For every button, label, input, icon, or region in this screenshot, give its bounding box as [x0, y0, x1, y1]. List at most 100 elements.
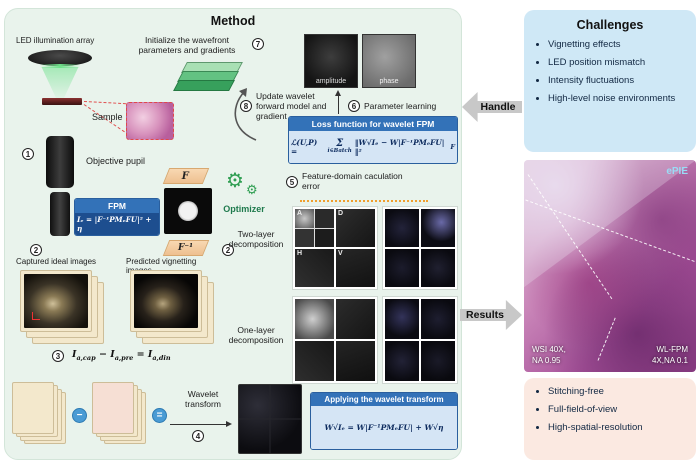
tube-lens-icon — [50, 192, 70, 236]
challenge-item: Vignetting effects — [548, 39, 686, 51]
wavelet-cell: A — [295, 209, 334, 247]
epie-tag: ePIE — [666, 166, 688, 177]
wlfpm-caption: WL-FPM 4X,NA 0.1 — [652, 345, 688, 366]
error-cell — [421, 209, 455, 247]
eq-sub: a,din — [152, 353, 171, 362]
step-3-badge: 3 — [52, 350, 64, 362]
wavelet-cell — [336, 341, 375, 381]
red-annotation-mark — [32, 312, 40, 320]
eq-op: − — [98, 349, 107, 360]
wavelet-transform-arrow — [170, 420, 232, 427]
predicted-image-stack — [130, 270, 216, 346]
wavelet-cell — [295, 341, 334, 381]
captured-images-label: Captured ideal images — [16, 257, 97, 266]
eq-sub: a,cap — [76, 353, 96, 362]
feature-error-label: Feature-domain caculation error — [302, 171, 403, 191]
error-cell — [385, 341, 419, 381]
loss-eq-lhs: ℒ(U,P) = — [291, 138, 318, 156]
handle-arrow: Handle — [462, 92, 522, 122]
error-path-dotted-line — [300, 200, 428, 202]
wavelet-cell: V — [336, 249, 375, 287]
two-layer-grid: A D H V — [292, 206, 378, 290]
error-cell — [385, 209, 419, 247]
wsi-caption: WSI 40X, NA 0.95 — [532, 345, 566, 366]
led-glow — [40, 64, 80, 68]
update-curved-arrow — [234, 88, 257, 141]
fpm-box-title: FPM — [75, 199, 159, 213]
gear-icon: ⚙ — [246, 182, 258, 197]
quadrant-d-label: D — [338, 210, 344, 217]
quadrant-h-label: H — [297, 250, 303, 257]
step-8-badge: 8 — [240, 100, 252, 112]
captured-image-stack — [20, 270, 106, 346]
quadrant-v-label: V — [338, 250, 343, 257]
wavelet-cell: D — [336, 209, 375, 247]
step-4-badge: 4 — [192, 430, 204, 442]
loss-function-box: Loss function for wavelet FPM ℒ(U,P) = Σ… — [288, 116, 458, 164]
step-2-badge-right: 2 — [222, 244, 234, 256]
wavelet-cell: H — [295, 249, 334, 287]
wavelet-coefficients-image — [238, 384, 302, 454]
fpm-model-box: FPM Iₑ = |F⁻¹PMₑFU|² + η — [74, 198, 160, 236]
parameter-learning-arrow — [334, 90, 341, 114]
sample-label: Sample — [92, 112, 123, 122]
pupil-aperture-icon — [178, 201, 198, 221]
wavelet-cell — [315, 228, 334, 247]
amplitude-image: amplitude — [304, 34, 358, 88]
results-arrow: Results — [460, 300, 522, 330]
fourier-label: F — [182, 170, 190, 182]
sum-symbol: Σ i∈Batch — [327, 138, 352, 155]
wavelet-cell — [336, 299, 375, 339]
loss-equation: ℒ(U,P) = Σ i∈Batch ‖W√Iₑ − W|F⁻¹PMₑFU|‖²… — [289, 131, 457, 163]
one-layer-label: One-layer decomposition — [228, 325, 284, 345]
wavelet-cell — [295, 228, 314, 247]
wavelet-cell — [295, 209, 314, 228]
predicted-image-thumb — [134, 274, 198, 328]
results-label: Results — [466, 309, 504, 321]
eq-term: I — [72, 349, 77, 360]
result-item: High-spatial-resolution — [548, 422, 686, 434]
init-wavefront-label: Initialize the wavefront parameters and … — [138, 35, 236, 55]
eq-sub: a,pre — [114, 353, 134, 362]
error-cell — [421, 249, 455, 287]
subtrahend-card-stack — [92, 382, 148, 446]
amplitude-label: amplitude — [315, 78, 347, 85]
captured-image-thumb — [24, 274, 88, 328]
step-7-badge: 7 — [252, 38, 264, 50]
quadrant-a-label: A — [297, 210, 303, 217]
led-array-label: LED illumination array — [16, 36, 95, 45]
pupil-mask-icon — [164, 188, 212, 234]
objective-pupil-label: Objective pupil — [86, 156, 146, 166]
wavelet-transform-label: Wavelet transform — [185, 389, 221, 409]
gear-icon: ⚙ — [226, 170, 244, 192]
results-image: ePIE WSI 40X, NA 0.95 WL-FPM 4X,NA 0.1 — [524, 160, 696, 372]
apply-wavelet-title: Applying the wavelet transform — [311, 393, 457, 406]
inverse-fourier-label: F⁻¹ — [178, 243, 194, 253]
wsi-line1: WSI 40X, — [532, 345, 566, 355]
sample-zoom-image — [126, 102, 174, 140]
eq-term: I — [110, 349, 115, 360]
minuend-card-stack — [12, 382, 68, 446]
error-cell — [421, 341, 455, 381]
equals-operator: = — [152, 408, 167, 423]
error-cell — [421, 299, 455, 339]
loss-box-title: Loss function for wavelet FPM — [289, 117, 457, 131]
step-2-badge: 2 — [30, 244, 42, 256]
update-model-label: Update wavelet forward model and gradien… — [256, 91, 327, 121]
objective-lens-icon — [46, 136, 74, 188]
stack-card — [130, 270, 202, 332]
minus-operator: − — [72, 408, 87, 423]
eq-op: = — [136, 349, 145, 360]
difference-equation: Ia,cap − Ia,pre = Ia,din — [72, 349, 171, 362]
challenges-panel: Challenges Vignetting effects LED positi… — [524, 10, 696, 152]
step-1-badge: 1 — [22, 148, 34, 160]
challenge-item: LED position mismatch — [548, 57, 686, 69]
wlfpm-line1: WL-FPM — [656, 345, 688, 355]
results-list: Stitching-free Full-field-of-view High-s… — [548, 386, 686, 434]
wavelet-cell — [295, 299, 334, 339]
fourier-transform-plane: F — [162, 168, 210, 184]
wavelet-cell — [315, 209, 334, 228]
eq-term: I — [147, 349, 153, 360]
parameter-learning-label: Parameter learning — [364, 101, 437, 111]
